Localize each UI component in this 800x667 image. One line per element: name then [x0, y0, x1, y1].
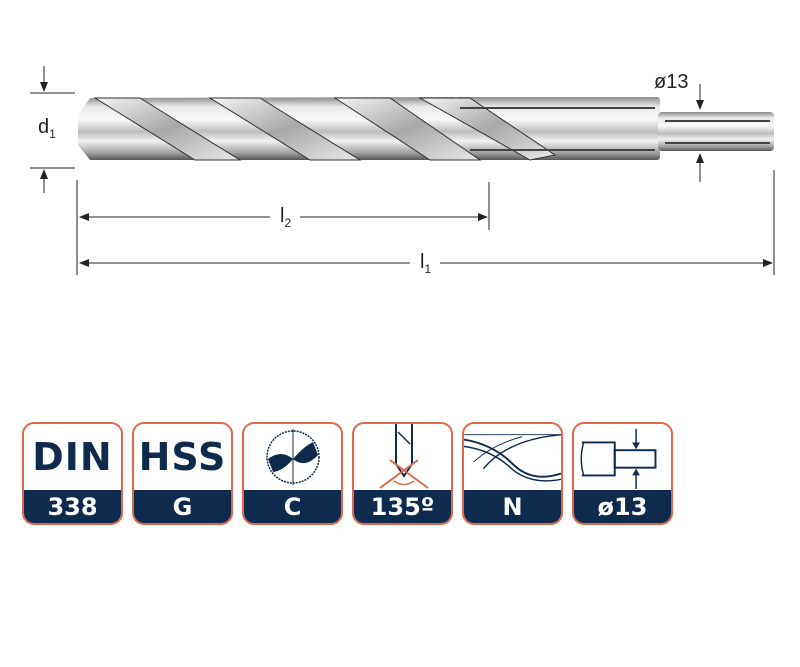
d1-label: d1 [38, 116, 56, 141]
reduced-shank-icon [580, 428, 657, 490]
flute-type-icon [464, 433, 561, 482]
badge-din: DIN 338 [22, 422, 123, 525]
badge-din-bottom: 338 [24, 490, 121, 523]
badge-flute-type-bottom: N [464, 490, 561, 523]
l1-label: l1 [420, 251, 431, 276]
badge-shank: ø13 [572, 422, 673, 525]
badge-din-top: DIN [32, 435, 113, 479]
shank-diameter-label: ø13 [654, 71, 688, 93]
badge-flute-type: N [462, 422, 563, 525]
l2-label: l2 [280, 205, 291, 230]
badge-material-bottom: G [134, 490, 231, 523]
badge-material-top: HSS [138, 435, 227, 479]
badge-material: HSS G [132, 422, 233, 525]
badge-cross-section: C [242, 422, 343, 525]
point-angle-icon [378, 424, 429, 489]
badge-point-angle-bottom: 135º [354, 490, 451, 523]
cross-section-icon [265, 429, 320, 485]
drill-technical-drawing: d1 l2 l1 ø13 [30, 66, 775, 276]
badge-cross-section-bottom: C [244, 490, 341, 523]
spec-badges: DIN 338 HSS G C 135º N [22, 422, 673, 525]
badge-shank-bottom: ø13 [574, 490, 671, 523]
dimension-lines [30, 66, 775, 275]
badge-point-angle: 135º [352, 422, 453, 525]
drill-image [78, 97, 774, 161]
